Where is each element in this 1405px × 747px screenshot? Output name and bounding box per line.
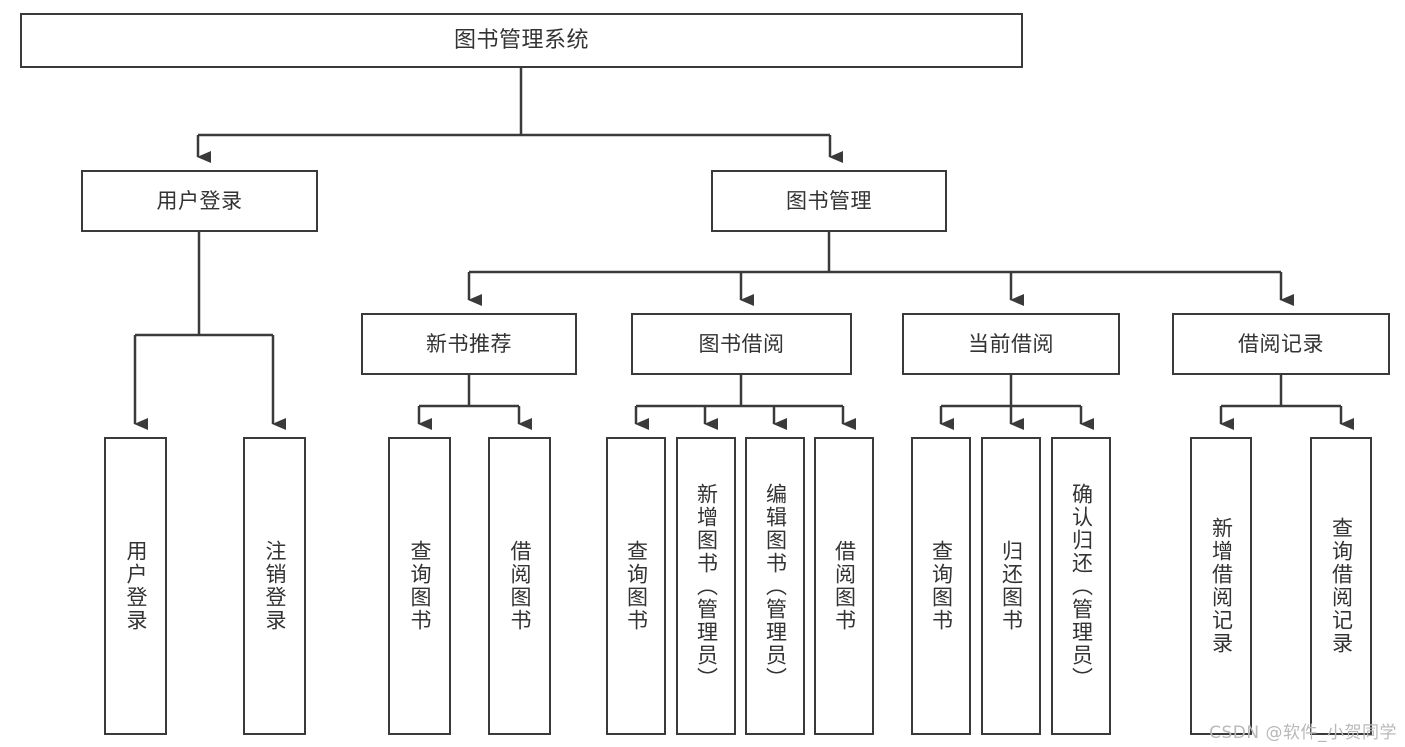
node-new-book-recommend[interactable]: 新书推荐 xyxy=(361,313,577,375)
node-leaf-edit-book[interactable]: 编辑图书（管理员） xyxy=(745,437,805,735)
node-leaf-return-book-label: 归还图书 xyxy=(999,540,1024,632)
node-leaf-query-record[interactable]: 查询借阅记录 xyxy=(1310,437,1372,735)
node-root[interactable]: 图书管理系统 xyxy=(20,13,1023,68)
node-leaf-add-book-label: 新增图书（管理员） xyxy=(694,482,719,690)
node-leaf-borrow-book-1-label: 借阅图书 xyxy=(508,540,532,632)
node-current-borrow-label: 当前借阅 xyxy=(968,331,1054,356)
node-borrow-record[interactable]: 借阅记录 xyxy=(1172,313,1390,375)
node-leaf-query-record-label: 查询借阅记录 xyxy=(1329,517,1354,655)
node-leaf-query-book-2[interactable]: 查询图书 xyxy=(606,437,666,735)
node-current-borrow[interactable]: 当前借阅 xyxy=(902,313,1120,375)
node-book-borrow[interactable]: 图书借阅 xyxy=(631,313,852,375)
node-leaf-borrow-book-2-label: 借阅图书 xyxy=(832,540,857,632)
node-book-management[interactable]: 图书管理 xyxy=(711,170,947,232)
node-root-label: 图书管理系统 xyxy=(453,27,589,53)
node-leaf-edit-book-label: 编辑图书（管理员） xyxy=(763,482,788,690)
node-borrow-record-label: 借阅记录 xyxy=(1238,331,1324,356)
node-leaf-add-record-label: 新增借阅记录 xyxy=(1209,517,1234,655)
node-leaf-logout-login-label: 注销登录 xyxy=(263,540,287,632)
node-leaf-confirm-return-label: 确认归还（管理员） xyxy=(1069,482,1094,690)
node-leaf-add-book[interactable]: 新增图书（管理员） xyxy=(676,437,736,735)
node-leaf-query-book-3[interactable]: 查询图书 xyxy=(911,437,971,735)
node-leaf-logout-login[interactable]: 注销登录 xyxy=(243,437,306,735)
node-leaf-borrow-book-1[interactable]: 借阅图书 xyxy=(488,437,551,735)
node-user-login[interactable]: 用户登录 xyxy=(81,170,318,232)
watermark: CSDN @软件_小贺同学 xyxy=(1209,723,1397,743)
node-leaf-return-book[interactable]: 归还图书 xyxy=(981,437,1041,735)
node-leaf-confirm-return[interactable]: 确认归还（管理员） xyxy=(1051,437,1111,735)
node-leaf-user-login-label: 用户登录 xyxy=(124,540,148,632)
node-user-login-label: 用户登录 xyxy=(156,188,243,213)
node-leaf-user-login[interactable]: 用户登录 xyxy=(104,437,167,735)
node-book-management-label: 图书管理 xyxy=(786,188,872,213)
node-leaf-query-book-2-label: 查询图书 xyxy=(624,540,649,632)
node-leaf-query-book-3-label: 查询图书 xyxy=(929,540,954,632)
node-new-book-recommend-label: 新书推荐 xyxy=(426,331,512,356)
node-book-borrow-label: 图书借阅 xyxy=(698,331,785,356)
node-leaf-borrow-book-2[interactable]: 借阅图书 xyxy=(814,437,874,735)
node-leaf-query-book-1[interactable]: 查询图书 xyxy=(388,437,451,735)
node-leaf-add-record[interactable]: 新增借阅记录 xyxy=(1190,437,1252,735)
node-leaf-query-book-1-label: 查询图书 xyxy=(408,540,432,632)
